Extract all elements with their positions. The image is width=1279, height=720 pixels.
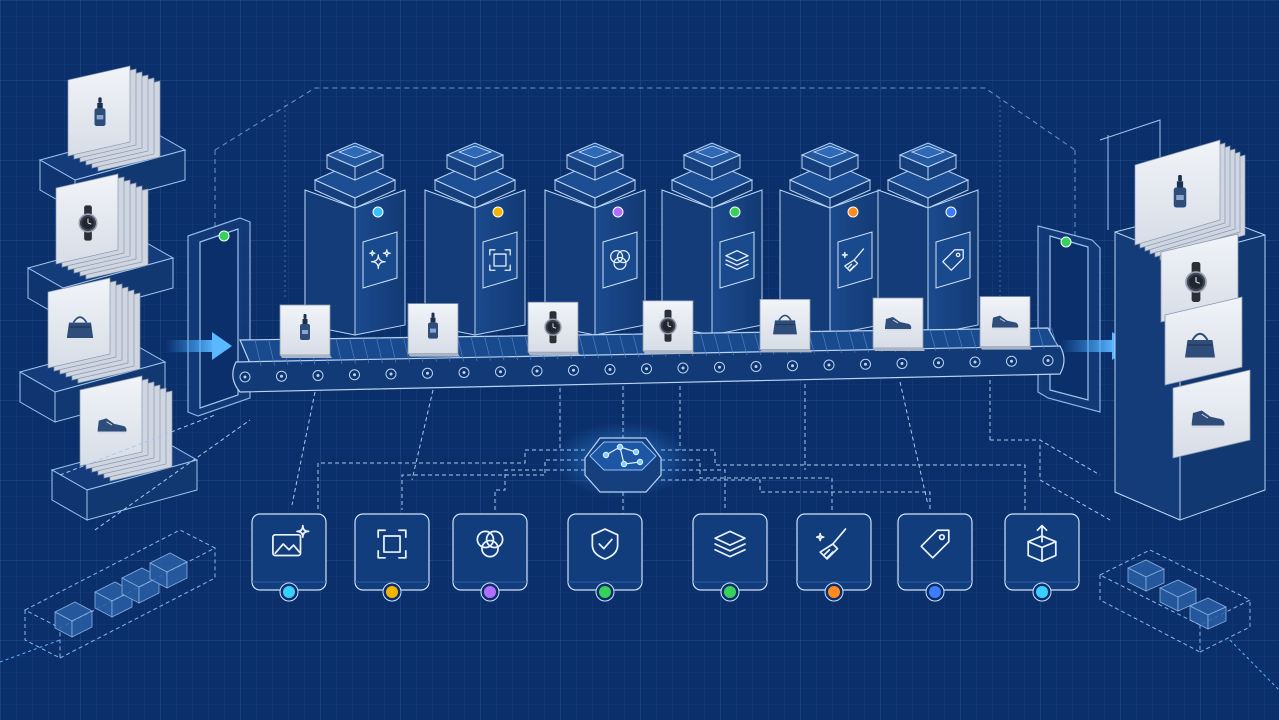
process-step-card: [796, 513, 872, 602]
broom-icon: [815, 528, 847, 560]
tower-status-led: [612, 206, 624, 218]
orchestration-hub: [553, 422, 693, 498]
exit-gate: [1037, 225, 1101, 413]
output-card: [1172, 369, 1251, 459]
processing-tower: [779, 142, 881, 336]
box-export-icon: [1027, 524, 1057, 563]
processing-tower: [304, 142, 406, 336]
tower-status-led: [945, 206, 957, 218]
network-graph-icon: [602, 443, 644, 468]
belt-item-card: [872, 297, 925, 351]
serum-bottle-icon: [300, 314, 310, 340]
crop-icon: [377, 529, 407, 559]
connector-lines: [59, 380, 1111, 531]
tag-icon: [942, 249, 964, 271]
belt-item-card: [642, 300, 695, 354]
shield-check-icon: [591, 528, 619, 560]
output-card: [1173, 175, 1187, 208]
serum-bottle-icon: [428, 312, 438, 339]
wristwatch-icon: [659, 309, 677, 342]
output-stack: [1099, 119, 1266, 521]
processing-tower: [544, 142, 646, 336]
input-stack: [50, 375, 199, 521]
exit-gate-led: [1060, 236, 1072, 248]
circles-icon: [610, 250, 630, 270]
process-step-card: [692, 513, 768, 602]
input-stack: [18, 277, 167, 423]
process-step-card: [567, 513, 643, 602]
process-step-card: [452, 513, 528, 602]
handbag-icon: [1185, 332, 1215, 358]
output-card: [1164, 296, 1243, 386]
image-sparkle-icon: [272, 524, 310, 557]
layers-icon: [725, 250, 749, 270]
belt-items: [279, 296, 1032, 358]
entry-gate-led: [218, 230, 230, 242]
input-arrow: [165, 332, 232, 360]
floor-tray-right: [1098, 549, 1279, 691]
handbag-icon: [66, 316, 94, 338]
tower-status-led: [372, 206, 384, 218]
sneaker-icon: [885, 317, 912, 331]
belt-item-card: [527, 301, 580, 356]
wristwatch-icon: [544, 311, 562, 344]
process-step-card: [251, 513, 327, 602]
conveyor-rollers: [239, 355, 1054, 383]
input-stack: [38, 65, 187, 211]
wristwatch-icon: [78, 205, 98, 241]
sneaker-icon: [97, 418, 127, 434]
circles-icon: [476, 530, 504, 558]
process-step-card: [897, 513, 973, 602]
sparkle-icon: [369, 249, 391, 270]
tower-status-led: [492, 206, 504, 218]
sneaker-icon: [1191, 410, 1225, 428]
sneaker-icon: [992, 315, 1019, 330]
broom-icon: [841, 248, 865, 272]
serum-bottle-icon: [1173, 175, 1187, 208]
output-card: [1160, 233, 1239, 323]
crop-icon: [489, 249, 511, 271]
process-steps: [251, 513, 1080, 602]
floor-tray-left: [0, 529, 217, 663]
tower-status-led: [847, 206, 859, 218]
handbag-icon: [773, 314, 797, 335]
processing-tower: [424, 142, 526, 336]
belt-item-card: [279, 304, 332, 358]
belt-item-card: [979, 296, 1032, 350]
process-step-card: [354, 513, 430, 602]
tag-icon: [920, 529, 950, 559]
belt-item-card: [407, 303, 460, 357]
processing-towers: [304, 142, 979, 336]
back-frame: [214, 87, 1076, 300]
layers-icon: [714, 530, 746, 558]
wristwatch-icon: [1185, 262, 1207, 302]
input-stacks: [18, 65, 199, 521]
serum-bottle-icon: [94, 97, 106, 126]
processing-tower: [661, 142, 763, 336]
process-step-card: [1004, 513, 1080, 602]
tower-status-led: [729, 206, 741, 218]
belt-item-card: [759, 298, 812, 353]
